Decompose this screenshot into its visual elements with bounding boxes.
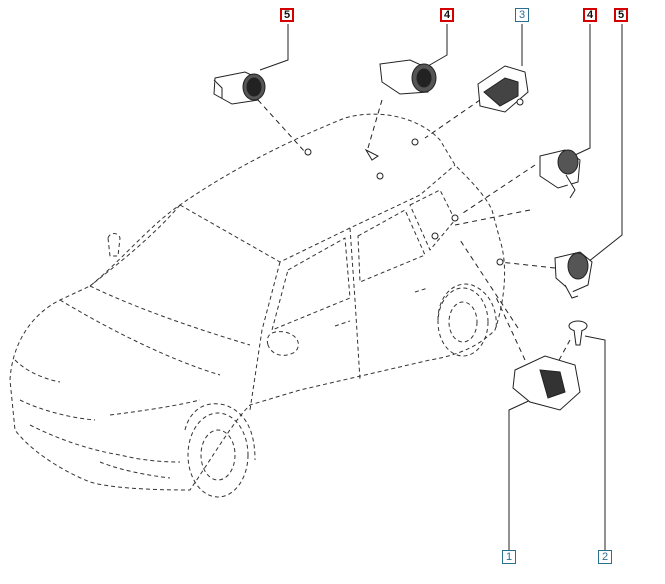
callout-5-right[interactable]: 5 <box>614 8 628 22</box>
clip-fastener <box>568 320 588 346</box>
callout-2[interactable]: 2 <box>598 550 612 564</box>
sensor-lower-right <box>554 251 593 299</box>
callout-4-right[interactable]: 4 <box>583 8 597 22</box>
callout-5-left[interactable]: 5 <box>280 8 294 22</box>
sensor-top <box>379 59 437 95</box>
small-clips <box>304 138 504 266</box>
callout-3[interactable]: 3 <box>515 8 529 22</box>
callout-1[interactable]: 1 <box>502 550 516 564</box>
bracket-part <box>477 65 529 113</box>
callout-4-top[interactable]: 4 <box>440 8 454 22</box>
sensor-right <box>539 149 581 199</box>
control-unit <box>512 355 581 411</box>
vehicle-outline <box>9 113 506 498</box>
sensor-upper-left <box>213 71 266 105</box>
leader-lines <box>259 24 623 550</box>
